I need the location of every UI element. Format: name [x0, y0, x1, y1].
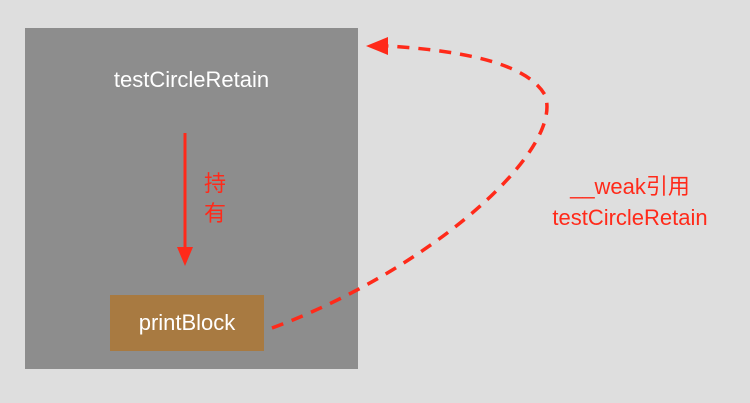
weak-reference-arrow [271, 37, 549, 330]
weak-reference-label: __weak引用 testCircleRetain [520, 171, 740, 233]
weak-reference-label-line2: testCircleRetain [552, 205, 708, 230]
hold-label: 持有 [203, 172, 226, 227]
weak-reference-label-line1: __weak引用 [570, 174, 690, 199]
hold-arrow [177, 133, 193, 266]
print-block-box: printBlock [110, 295, 264, 351]
test-circle-retain-label: testCircleRetain [113, 67, 270, 92]
